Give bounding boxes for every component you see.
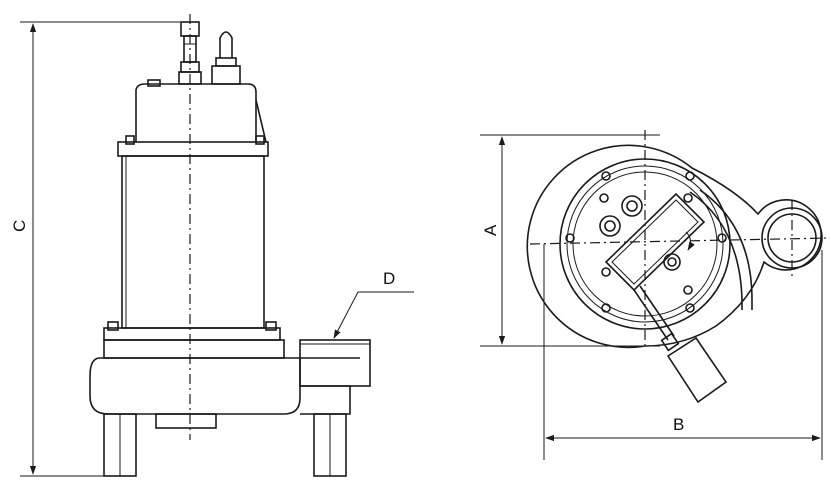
side-view: C <box>10 14 414 477</box>
cable-entry-2 <box>599 215 621 237</box>
dimension-c <box>20 21 180 477</box>
float-switch <box>666 336 728 404</box>
power-cable <box>689 191 743 310</box>
volute-casing <box>89 357 301 415</box>
cable-gland-right <box>211 31 241 85</box>
intake <box>155 413 217 429</box>
top-view: A B <box>480 130 831 460</box>
top-screw <box>147 79 161 87</box>
dimension-a <box>480 134 660 347</box>
dimension-b-label: B <box>673 415 684 434</box>
discharge-outlet <box>299 339 371 387</box>
cable-entry-1 <box>621 195 643 217</box>
dimension-d-leader <box>333 291 414 339</box>
motor-housing <box>121 155 265 329</box>
dimension-c-label: C <box>10 220 29 232</box>
dimension-a-label: A <box>481 224 500 236</box>
bolt-heads <box>565 171 727 313</box>
dimension-d-label: D <box>383 269 395 288</box>
motor-cap <box>135 83 257 142</box>
volute-outline <box>526 144 822 349</box>
vent-plug <box>663 253 681 271</box>
float-bracket <box>604 192 706 292</box>
dimension-b <box>543 244 823 460</box>
lower-flange <box>103 327 281 341</box>
motor-flange <box>117 141 269 157</box>
